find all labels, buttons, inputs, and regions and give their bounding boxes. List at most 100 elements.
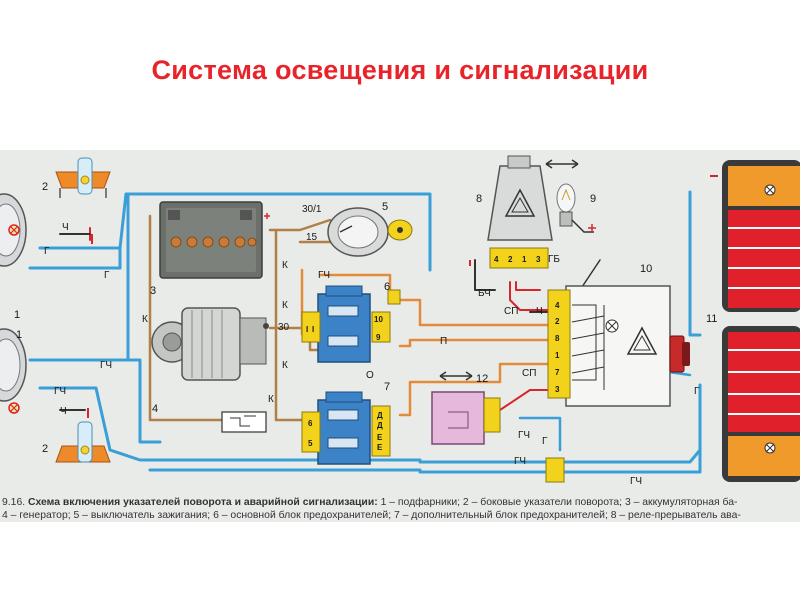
callout-12: 12: [476, 373, 488, 385]
callout-8: 8: [476, 193, 482, 205]
fuse7-pin: 5: [308, 439, 313, 448]
switch-pin: 1: [555, 351, 560, 360]
wire-blue-to-12: [518, 416, 562, 452]
wire-label: К: [282, 260, 288, 271]
fuse7-pin: Е: [377, 443, 383, 452]
wire-label: СП: [522, 368, 536, 379]
slide-title: Система освещения и сигнализации: [151, 55, 649, 85]
wire-label: ГЧ: [100, 360, 112, 371]
wire-blue-middle: [28, 358, 162, 444]
wire-blue-bottom-long: [148, 383, 702, 474]
connector-block: [545, 457, 565, 483]
wire-label: К: [282, 360, 288, 371]
callout-10: 10: [640, 263, 652, 275]
flasher-relay: 4 2 1 3: [487, 155, 553, 269]
wire-label: К: [282, 300, 288, 311]
tail-lamp-bottom: [722, 326, 800, 482]
wire-label: К: [268, 394, 274, 405]
fuse7-pin: Д: [377, 421, 383, 430]
callout-9: 9: [590, 193, 596, 205]
headlamp-top: [0, 193, 27, 267]
side-indicator-top: [55, 157, 111, 198]
wire-label: 30/1: [302, 204, 322, 215]
wire-blue-headlamp-top: [28, 246, 122, 270]
wire-label: О: [366, 370, 374, 381]
bidirectional-arrow-icon: [439, 371, 473, 381]
fuse6-pin: 9: [376, 333, 381, 342]
wire-brown-k: [268, 228, 322, 422]
hazard-triangle-icon: [504, 188, 536, 217]
callout-1b: 1: [16, 329, 22, 341]
callout-2: 2: [42, 181, 48, 193]
fuse6-pin: 10: [374, 315, 383, 324]
fuse-block-extra: 6 5 Д Д Е Е: [301, 391, 391, 465]
wire-black-bch: [474, 259, 496, 291]
ignition-switch: [327, 207, 413, 257]
generator: [151, 307, 269, 381]
fuse-block-main: I I 10 9: [301, 285, 391, 363]
headlamp-bottom: [0, 328, 27, 414]
switch-pin: 7: [555, 368, 560, 377]
bidirectional-arrow-icon: [545, 159, 579, 169]
wire-brown-30: [274, 218, 332, 232]
figure-caption: 9.16. Схема включения указателей поворот…: [0, 496, 800, 522]
wire-label: ГЧ: [514, 456, 526, 467]
hazard-triangle-icon: [626, 326, 658, 355]
fuse7-pin: Е: [377, 433, 383, 442]
wire-orange-3: [398, 338, 562, 348]
switch-pin: 4: [555, 301, 560, 310]
callout-11: 11: [706, 313, 717, 325]
callout-7: 7: [384, 381, 390, 393]
bulb-icon: [556, 183, 596, 233]
callout-4: 4: [152, 403, 158, 415]
hazard-switch: 4 2 8 1 7 3: [547, 285, 690, 407]
caption-figure-number: 9.16.: [2, 497, 26, 508]
relay-pin: 3: [536, 255, 541, 264]
fuse7-pin: Д: [377, 411, 383, 420]
ground-marks: [87, 234, 471, 418]
caption-line-2: 4 – генератор; 5 – выключатель зажигания…: [2, 510, 741, 521]
fuse6-pin: I: [306, 325, 308, 334]
callout-6: 6: [384, 281, 390, 293]
wire-label: ГЧ: [630, 476, 642, 487]
wire-label: Г: [542, 436, 548, 447]
wire-label: Г: [104, 270, 110, 281]
ignition-key-icon: [387, 219, 413, 241]
wire-label: Ч: [62, 222, 69, 233]
switch-pin: 3: [555, 385, 560, 394]
caption-line-1: 9.16. Схема включения указателей поворот…: [0, 496, 800, 509]
wire-label: Ч: [60, 406, 67, 417]
fuse7-pin: 6: [308, 419, 313, 428]
switch-pin: 8: [555, 334, 560, 343]
wire-blue-top: [38, 192, 432, 272]
wire-brown-battery: [148, 214, 242, 422]
relay-pin: 4: [494, 255, 499, 264]
relay-pin: 2: [508, 255, 513, 264]
tail-lamp-top: [710, 160, 800, 312]
terminal-block: [221, 411, 267, 433]
wire-label: СП: [504, 306, 518, 317]
wire-label: Ч: [536, 306, 543, 317]
turn-signal-switch: [431, 371, 501, 445]
battery: [159, 201, 270, 279]
wire-blue-bottom: [38, 386, 542, 464]
callout-2b: 2: [42, 443, 48, 455]
caption-heading: Схема включения указателей поворота и ав…: [28, 497, 378, 508]
wire-label: ГЧ: [518, 430, 530, 441]
wire-black-switch: [579, 259, 601, 291]
wire-label: БЧ: [478, 288, 491, 299]
side-indicator-bottom: [55, 421, 111, 463]
wire-label: Г: [694, 386, 700, 397]
wire-orange-4: [398, 362, 562, 417]
callout-5: 5: [382, 201, 388, 213]
wire-label: К: [142, 314, 148, 325]
wire-label: Г: [44, 246, 50, 257]
wire-red-1: [509, 281, 561, 311]
wire-label: ГЧ: [318, 270, 330, 281]
wiring-diagram: I I 10 9 6 5 Д Д Е Е 4 2 1 3: [0, 150, 800, 522]
wire-label: П: [440, 336, 447, 347]
wire-orange-2: [398, 298, 562, 327]
relay-pin: 1: [522, 255, 527, 264]
switch-pin: 2: [555, 317, 560, 326]
wire-orange-gch: [318, 273, 392, 292]
